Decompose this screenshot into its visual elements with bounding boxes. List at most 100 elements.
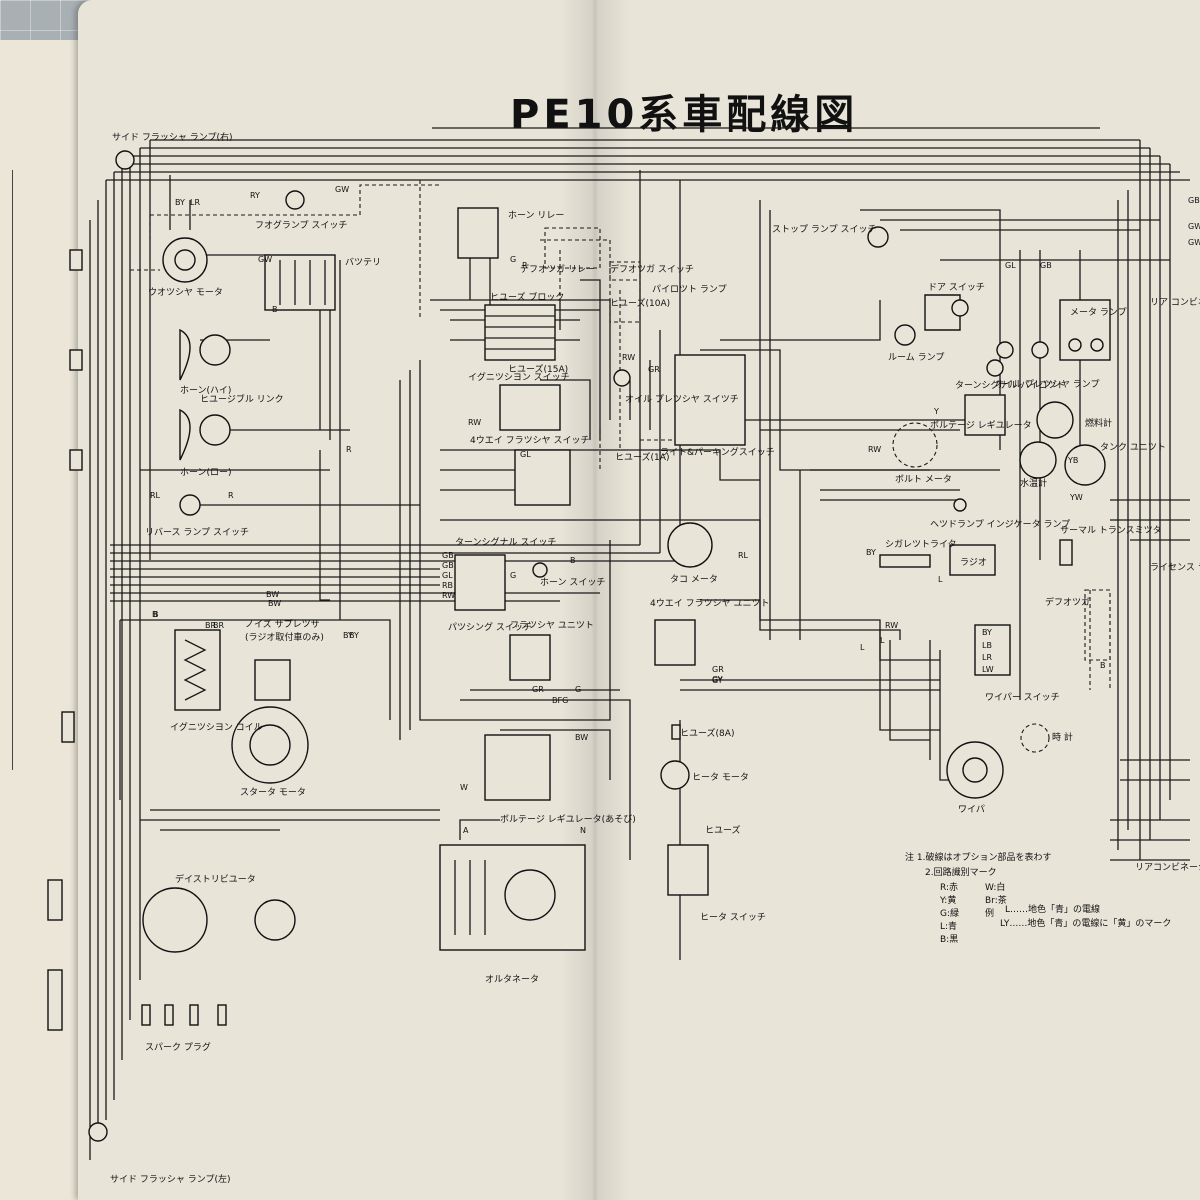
wire-code: BW: [575, 733, 588, 742]
wire-code: LR: [982, 653, 992, 662]
room-lamp-symbol: [894, 324, 916, 346]
label-reverse-switch: リバース ランプ スイッチ: [145, 527, 249, 538]
wire-code: G: [575, 685, 581, 694]
oil-switch-symbol: [613, 369, 631, 387]
label-turn-pilot: ターンシグナル パイロツト: [955, 379, 1065, 391]
wire-code: R: [228, 491, 234, 500]
label-stop-switch: ストップ ランプ スイッチ: [772, 224, 876, 235]
battery-symbol: [264, 254, 336, 311]
component-symbols: [47, 150, 1111, 1142]
side-flasher-right-symbol: [115, 150, 135, 170]
label-heater-motor: ヒータ モータ: [692, 772, 749, 783]
wire-code: RW: [468, 418, 481, 427]
wire-code: N: [580, 826, 586, 835]
reverse-switch-symbol: [179, 494, 201, 516]
wire-code: GL: [520, 450, 531, 459]
wire-code: GR: [712, 665, 724, 674]
wire-harness: [89, 127, 1190, 1160]
radio-symbol: [949, 544, 996, 576]
wire-code: L: [938, 575, 943, 584]
note-br: Br:茶: [985, 894, 1007, 906]
wire-code: GY: [712, 676, 723, 685]
label-fog-switch: フオグランプ スイッチ: [255, 219, 347, 231]
note-example: 例: [985, 907, 994, 919]
label-spark-plug: スパーク プラグ: [145, 1041, 211, 1053]
headlamp-indicator-symbol: [953, 498, 967, 512]
wire-code: R: [346, 445, 352, 454]
label-headlamp-indicator: ヘツドランプ インジケータ ランプ: [930, 519, 1070, 530]
wire-code: B: [1100, 661, 1106, 670]
label-fuel-gauge: 燃料計: [1085, 417, 1112, 429]
label-wiper: ワイパ: [958, 804, 985, 815]
label-clock: 時 計: [1052, 731, 1073, 743]
label-fuse-8a: ヒユーズ(8A): [680, 727, 734, 739]
light-switch-symbol: [674, 354, 746, 446]
wire-code: GW: [1188, 222, 1200, 231]
diagram-title: PE10系車配線図: [510, 92, 859, 138]
wire-code: G: [510, 571, 516, 580]
meter-lamp-symbol: [1059, 299, 1111, 361]
horn-low-symbol: [179, 408, 191, 461]
note-y: Y:黄: [939, 894, 956, 906]
label-fuse-10a: ヒユーズ(10A): [610, 297, 670, 309]
note-w: W:白: [985, 881, 1005, 893]
wire-code: A: [463, 826, 469, 835]
left-page-edge: [0, 40, 82, 1200]
label-hazard-unit: 4ウエイ フラツシヤ ユニツト: [650, 598, 769, 609]
clock-symbol: [1020, 723, 1050, 753]
wire-code: BR: [205, 621, 216, 630]
ignition-switch-symbol: [499, 384, 561, 431]
wire-code: RL: [150, 491, 161, 500]
water-temp-symbol: [1019, 441, 1057, 479]
label-rear-combi2: リアコンビネーシヨン: [1135, 862, 1200, 873]
wire-code: BY: [866, 548, 876, 557]
book-page: [78, 0, 1200, 1200]
label-horn-switch: ホーン スイッチ: [540, 577, 605, 588]
label-water-temp: 水温計: [1020, 477, 1047, 489]
label-battery: バツテリ: [345, 257, 381, 268]
label-turn-signal-switch: ターンシグナル スイッチ: [455, 536, 556, 548]
note-ly-desc: LY……地色「青」の電線に「黄」のマーク: [1000, 917, 1171, 929]
left-page-border: [0, 170, 13, 770]
label-ignition-switch: イグニツシヨン スイッチ: [468, 371, 570, 383]
label-tacho: タコ メータ: [670, 574, 718, 585]
wire-code: BY: [982, 628, 992, 637]
label-noise-note: (ラジオ取付車のみ): [245, 631, 324, 643]
component-labels: サイド フラッシャ ランプ(右) フオグランプ スイッチ ウオツシヤ モータ バ…: [110, 131, 1200, 1185]
spark-plug-4: [217, 1004, 227, 1026]
oil-pressure-lamp-symbol: [986, 359, 1004, 377]
voltage-reg-spare-symbol: [484, 734, 551, 801]
wire-code: RW: [442, 591, 455, 600]
label-voltage-reg-spare: ボルテージ レギユレータ(あそび): [500, 814, 636, 825]
volt-meter-symbol: [892, 422, 938, 468]
spark-plug-1: [141, 1004, 151, 1026]
wire-code: GL: [1005, 261, 1016, 270]
wire-code: GL: [442, 571, 453, 580]
label-fuse-block: ヒユーズ ブロック: [490, 291, 564, 303]
tacho-symbol: [667, 522, 713, 568]
note-l-desc: L……地色「青」の電線: [1005, 903, 1100, 915]
label-defog-relay: デフオツガ リレー: [520, 263, 595, 275]
label-side-flasher-left: サイド フラッシャ ランプ(左): [110, 1173, 230, 1185]
wire-code: G: [510, 255, 516, 264]
label-door-switch: ドア スイッチ: [928, 282, 985, 293]
wire-code: B: [153, 610, 159, 619]
label-heater-switch: ヒータ スイッチ: [700, 912, 766, 923]
cigarette-lighter-symbol: [879, 554, 931, 568]
note-b: B:黒: [940, 934, 958, 945]
label-washer-motor: ウオツシヤ モータ: [148, 287, 223, 298]
label-fuse: ヒユーズ: [705, 824, 741, 836]
label-thermal: サーマル トランスミツタ: [1060, 525, 1162, 536]
label-oil-pressure-lamp: オイル プレツシヤ ランプ: [995, 379, 1099, 390]
hazard-switch-symbol: [514, 449, 571, 506]
wiper-switch-symbol: [974, 624, 1011, 676]
label-pilot-lamp: パイロツト ランプ: [652, 284, 727, 295]
door-switch-symbol: [924, 294, 961, 331]
label-defogger: デフオツガ: [1045, 596, 1090, 608]
defogger-symbol: [1084, 589, 1111, 661]
wire-code: YW: [1069, 493, 1083, 502]
wire-code: GR: [532, 685, 544, 694]
label-radio: ラジオ: [960, 557, 987, 568]
fuse-block-symbol: [484, 304, 556, 361]
